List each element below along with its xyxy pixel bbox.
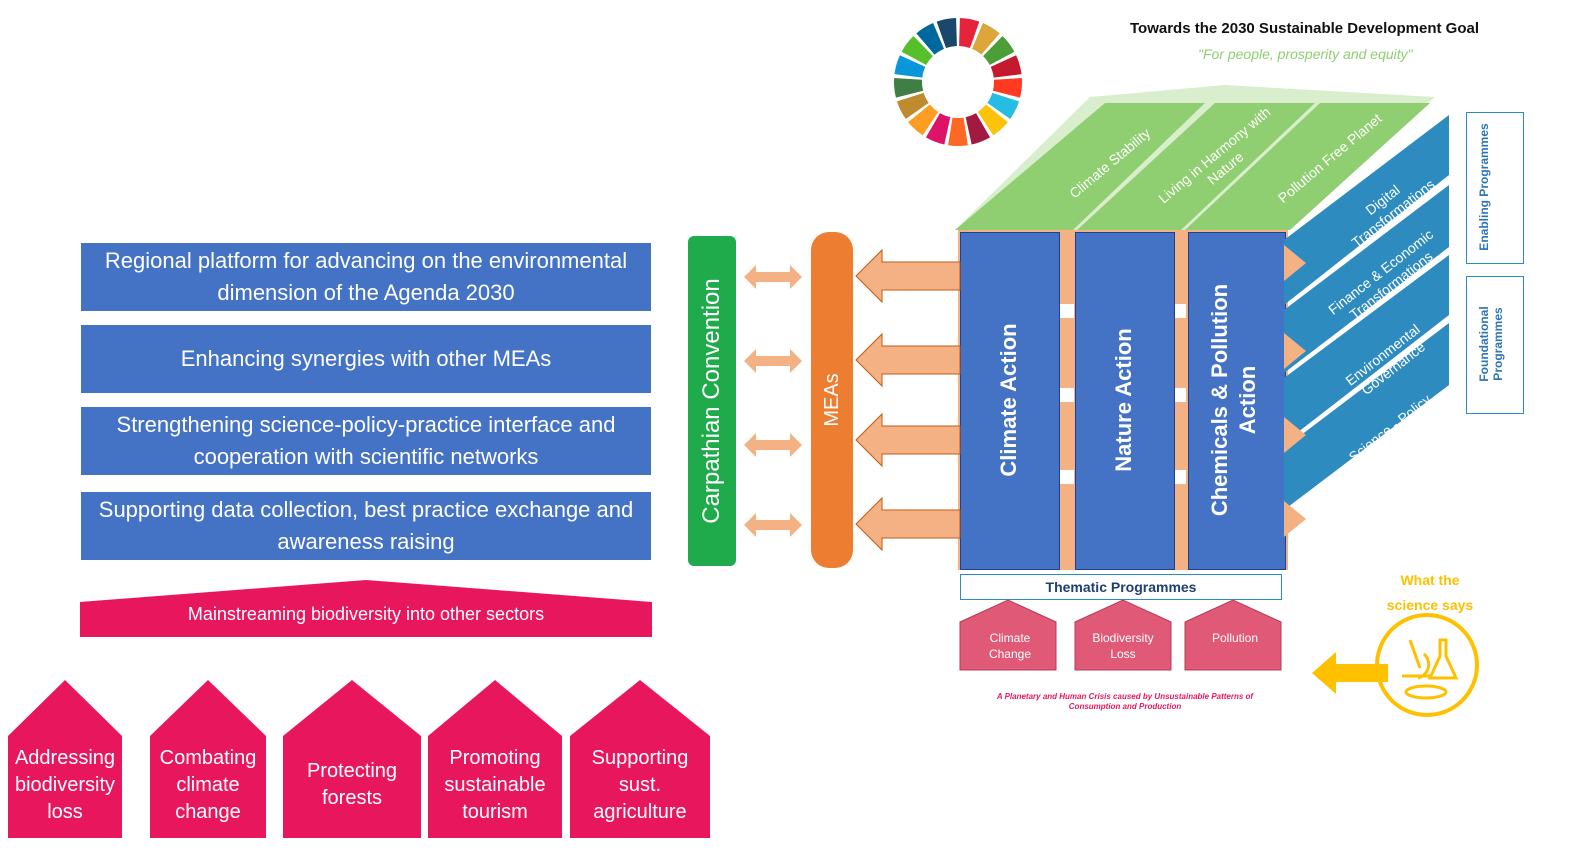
enabling-label: Enabling Programmes [1477,123,1491,251]
chemicals-action-column [1188,232,1286,570]
sdg-wheel-segment [908,104,939,136]
climate-action-column [960,232,1060,570]
pillar-biodiversity: Addressing biodiversity loss [14,746,116,823]
side-bar [1284,185,1449,373]
sdg-wheel-segment [990,55,1022,78]
crisis-pollution: Pollution [1211,631,1259,645]
climate-action-label: Climate Action [996,323,1021,477]
sdg-wheel-segment [965,113,991,145]
nature-action-label: Nature Action [1111,328,1136,472]
left-arrows [855,248,961,552]
side-bar [1284,255,1449,443]
goals-top-face [955,85,1435,230]
sdg-wheel-segment [992,78,1022,98]
enabling-box [1466,112,1524,264]
pillar-shape [428,680,562,838]
flask-icon [1427,638,1459,680]
meas-label: MEAs [821,373,843,427]
sdg-wheel-segment [987,92,1020,120]
pillar-agriculture: Supporting sust. agriculture [591,746,689,823]
synergies-box: Enhancing synergies with other MEAs [81,325,651,393]
data-collection-box: Supporting data collection, best practic… [81,492,651,560]
foundational-box [1466,276,1524,414]
pillar-shape [570,680,710,838]
crisis-shape [1184,599,1282,671]
header-title: Towards the 2030 Sustainable Development… [1130,20,1479,37]
pillar-shape [150,680,266,838]
goal-band [955,103,1205,230]
sdg-wheel-segment [972,23,1000,55]
crisis-biodiversity: Biodiversity Loss [1092,631,1154,662]
pillar-tourism: Promoting sustainable tourism [444,746,546,823]
sdg-wheel-segment [894,78,924,98]
pillars-shapes [8,680,710,838]
crisis-shape [1074,599,1172,671]
science-arrow [1312,652,1388,694]
sdg-wheel-segment [936,18,957,49]
pillar-forests: Protecting forests [306,760,398,809]
side-bar [1284,115,1449,305]
mainstreaming-label: Mainstreaming biodiversity into other se… [187,604,545,624]
petri-dish-icon [1404,684,1448,700]
sdg-wheel-segment [925,113,951,145]
crisis-climate: Climate Change [988,631,1032,662]
goal-band [1077,103,1315,230]
platform-box: Regional platform for advancing on the e… [81,243,651,311]
carpathian-convention-label: Carpathian Convention [698,278,725,524]
foundational-label: Foundational Programmes [1477,306,1506,382]
sdg-wheel-icon [894,18,1022,146]
science-circle [1375,613,1479,717]
thematic-box: Thematic Programmes [960,574,1282,600]
sdg-wheel-segment [894,55,926,78]
pillar-shape [8,680,122,838]
side-bars [1284,115,1449,537]
microscope-icon [1402,639,1432,680]
science-label: What the science says [1386,572,1474,614]
sdg-wheel-segment [948,117,968,146]
crisis-shapes [959,599,1282,671]
double-arrows [744,265,802,537]
sdg-wheel-segment [916,23,944,55]
goal-band [1185,103,1430,230]
sdg-wheel-segment [959,18,980,49]
meas-bar [811,232,853,568]
pillar-climate: Combating climate change [159,746,257,823]
chemicals-action-label: Chemicals & Pollution Action [1207,283,1260,517]
carpathian-convention-bar [688,236,736,566]
sdg-wheel-segment [901,36,933,65]
sdg-wheel-segment [977,104,1008,136]
pillar-shape [283,680,421,838]
sdg-wheel-segment [896,92,929,120]
science-policy-box: Strengthening science-policy-practice in… [81,407,651,475]
sdg-wheel-segment [983,36,1015,65]
crisis-caption: A Planetary and Human Crisis caused by U… [996,692,1254,712]
nature-action-column [1075,232,1175,570]
mainstreaming-banner [80,580,652,637]
header-subtitle: "For people, prosperity and equity" [1198,46,1413,62]
side-bar [1284,323,1449,510]
crisis-shape [959,599,1057,671]
